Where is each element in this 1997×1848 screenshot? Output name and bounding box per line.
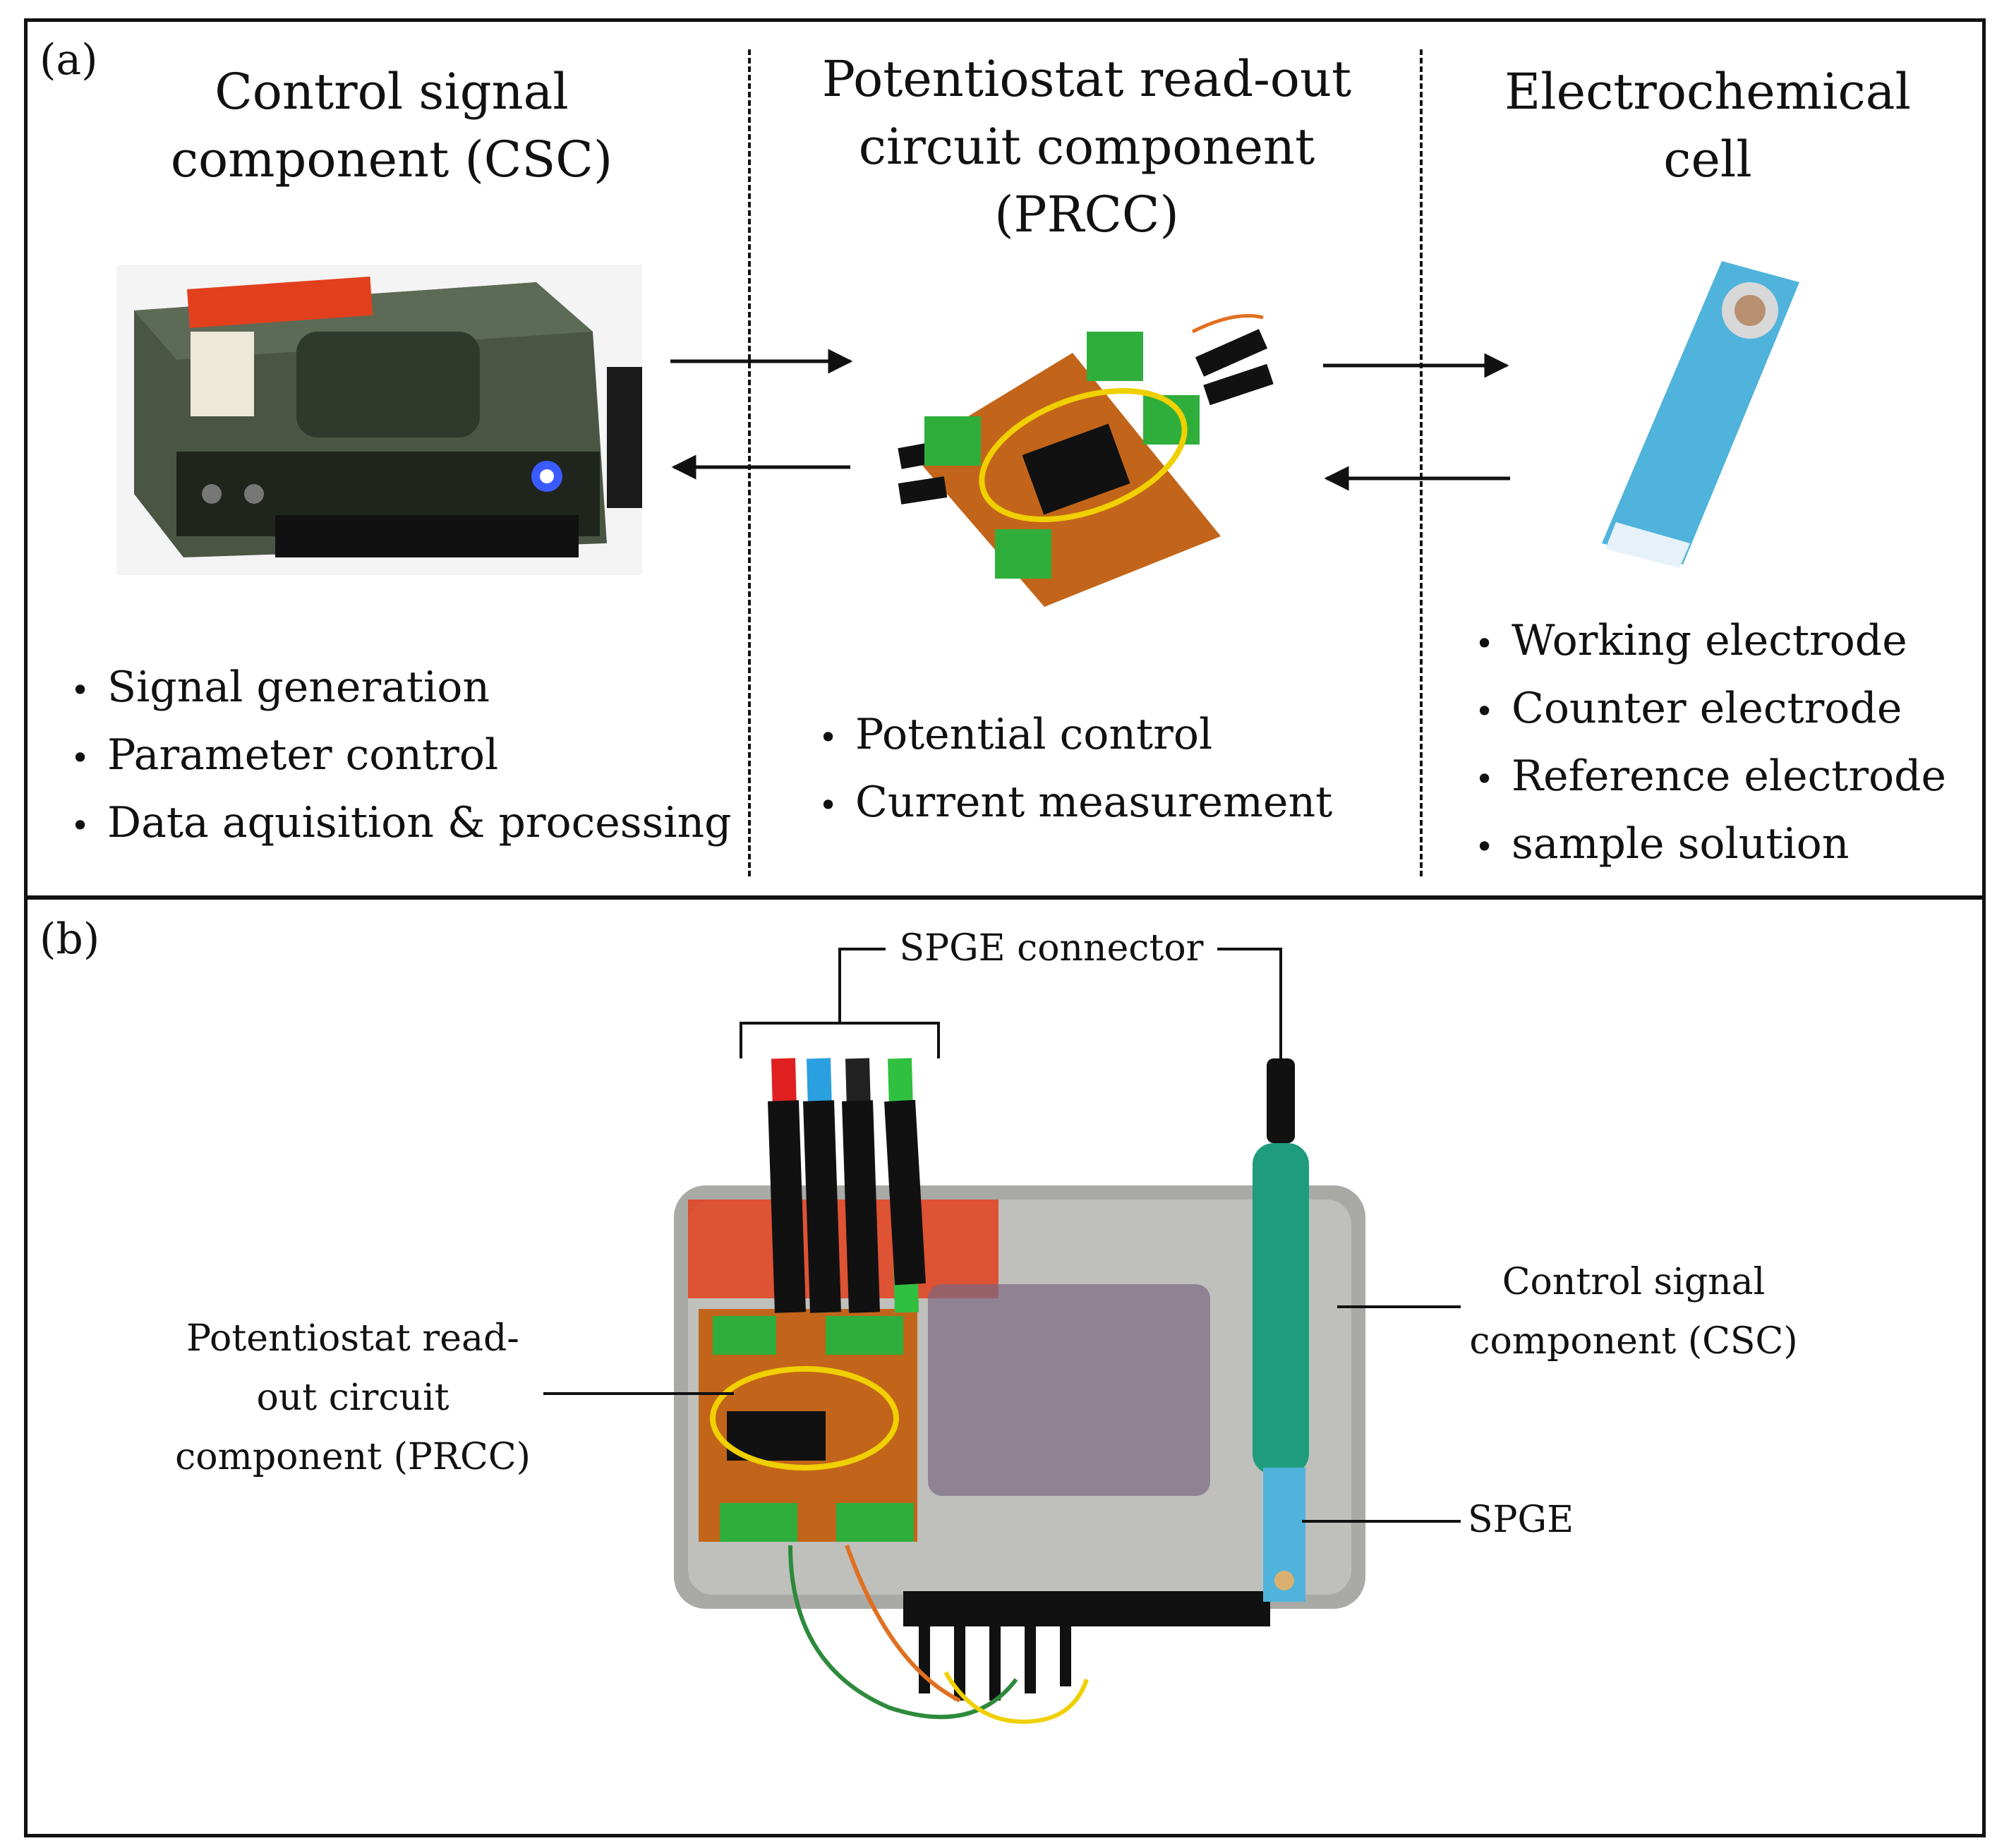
- csc-title: Control signal component (CSC): [92, 58, 692, 193]
- data-acquisition-device-image: [116, 265, 642, 575]
- csc-bullet-list: Signal generation Parameter control Data…: [71, 655, 732, 858]
- cell-title-line: cell: [1663, 131, 1752, 188]
- spge-connector-label: SPGE connector: [899, 927, 1204, 970]
- spge-label: SPGE: [1467, 1499, 1574, 1541]
- panel-b: [24, 896, 1986, 1837]
- potentiostat-circuit-board-image: [898, 303, 1274, 617]
- prcc-callout: Potentiostat read- out circuit component…: [162, 1309, 543, 1487]
- divider-right: [1420, 49, 1423, 876]
- prcc-title-line: Potentiostat read-out: [821, 50, 1352, 108]
- panel-a-label: (a): [40, 35, 98, 85]
- csc-callout-line: component (CSC): [1469, 1320, 1798, 1363]
- csc-callout: Control signal component (CSC): [1464, 1252, 1803, 1371]
- list-item: Counter electrode: [1475, 676, 1946, 744]
- list-item: Current measurement: [819, 770, 1332, 838]
- prcc-callout-line: out circuit: [256, 1377, 450, 1419]
- prcc-title: Potentiostat read-out circuit component …: [769, 45, 1404, 248]
- prcc-callout-line: component (PRCC): [175, 1436, 531, 1478]
- list-item: Parameter control: [71, 723, 732, 790]
- list-item: Potential control: [819, 702, 1332, 770]
- csc-title-line: component (CSC): [170, 131, 613, 188]
- callout-line: [838, 948, 886, 1023]
- prcc-callout-line: Potentiostat read-: [186, 1317, 519, 1360]
- list-item: Working electrode: [1475, 608, 1946, 676]
- csc-callout-line: Control signal: [1502, 1261, 1766, 1303]
- cell-bullet-list: Working electrode Counter electrode Refe…: [1475, 608, 1946, 879]
- list-item: sample solution: [1475, 811, 1946, 879]
- cell-title-line: Electrochemical: [1504, 63, 1911, 121]
- screen-printed-electrode-strip-image: [1602, 261, 1799, 568]
- panel-b-label: (b): [40, 914, 100, 964]
- csc-title-line: Control signal: [215, 63, 569, 121]
- list-item: Data aquisition & processing: [71, 790, 732, 858]
- prcc-bullet-list: Potential control Current measurement: [819, 702, 1332, 838]
- divider-left: [748, 49, 751, 876]
- panel-a-graphics: [116, 261, 1799, 617]
- cell-title: Electrochemical cell: [1440, 58, 1976, 193]
- list-item: Reference electrode: [1475, 744, 1946, 811]
- assembled-system-photo-image: [674, 1058, 1365, 1725]
- list-item: Signal generation: [71, 655, 732, 723]
- prcc-title-line: circuit component: [858, 118, 1315, 176]
- connector-bracket: [740, 1022, 940, 1058]
- callout-line: [1217, 948, 1282, 1058]
- prcc-title-line: (PRCC): [994, 186, 1179, 243]
